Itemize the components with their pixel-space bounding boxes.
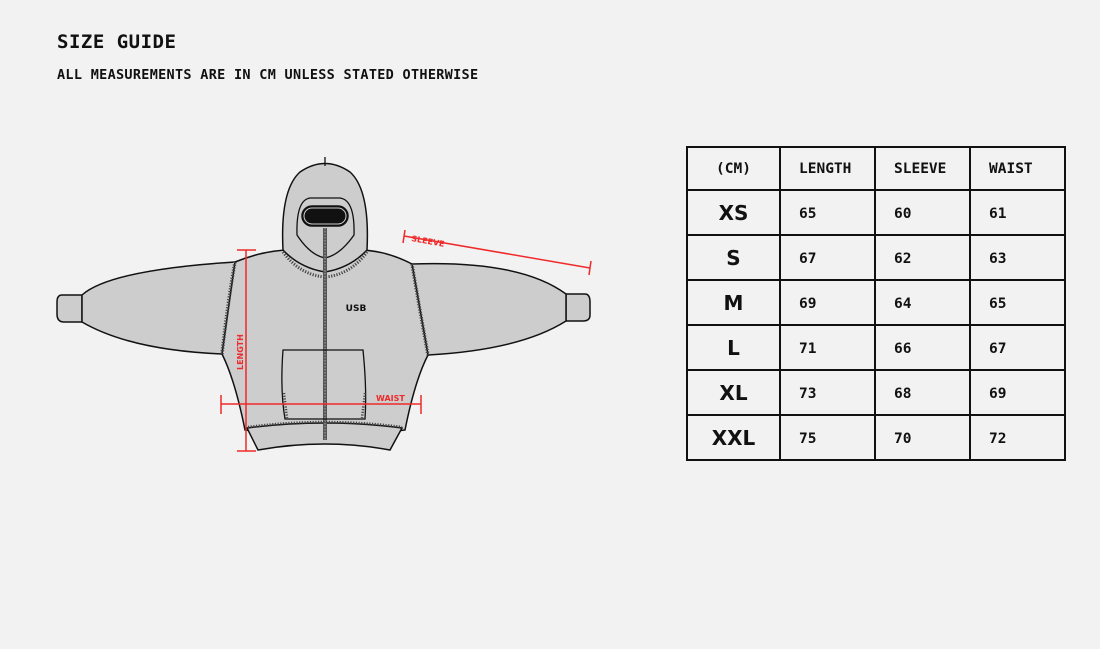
hoodie-diagram: USB SLEEVE LENGTH WAIST — [56, 157, 592, 452]
sleeve-value: 70 — [874, 414, 971, 461]
sleeve-value: 60 — [874, 189, 971, 236]
size-label: M — [686, 279, 781, 326]
sleeve-value: 66 — [874, 324, 971, 371]
waist-value: 65 — [969, 279, 1066, 326]
size-label: XL — [686, 369, 781, 416]
header-sleeve: SLEEVE — [874, 146, 971, 191]
page-subtitle: ALL MEASUREMENTS ARE IN CM UNLESS STATED… — [57, 67, 479, 83]
table-row: XS 65 60 61 — [686, 189, 1066, 236]
size-label: XS — [686, 189, 781, 236]
waist-measure — [220, 395, 422, 414]
table-row: L 71 66 67 — [686, 324, 1066, 371]
eye-slit — [301, 205, 349, 227]
waist-label: WAIST — [376, 394, 405, 403]
header-unit: (CM) — [686, 146, 781, 191]
waist-value: 69 — [969, 369, 1066, 416]
sleeve-value: 68 — [874, 369, 971, 416]
hood-opening — [296, 197, 355, 259]
size-chart-table: (CM) LENGTH SLEEVE WAIST XS 65 60 61 S 6… — [686, 146, 1066, 461]
size-label: XXL — [686, 414, 781, 461]
length-value: 69 — [779, 279, 876, 326]
right-cuff — [565, 293, 591, 322]
length-label: LENGTH — [236, 334, 245, 370]
table-row: XL 73 68 69 — [686, 369, 1066, 416]
length-value: 65 — [779, 189, 876, 236]
kangaroo-pocket — [281, 349, 367, 420]
length-value: 67 — [779, 234, 876, 281]
length-value: 73 — [779, 369, 876, 416]
table-row: S 67 62 63 — [686, 234, 1066, 281]
table-row: M 69 64 65 — [686, 279, 1066, 326]
left-cuff — [56, 294, 83, 323]
size-label: L — [686, 324, 781, 371]
length-value: 71 — [779, 324, 876, 371]
table-header-row: (CM) LENGTH SLEEVE WAIST — [686, 146, 1066, 191]
header-length: LENGTH — [779, 146, 876, 191]
waist-value: 63 — [969, 234, 1066, 281]
waist-value: 72 — [969, 414, 1066, 461]
waist-value: 61 — [969, 189, 1066, 236]
header-waist: WAIST — [969, 146, 1066, 191]
waist-value: 67 — [969, 324, 1066, 371]
length-value: 75 — [779, 414, 876, 461]
sleeve-measure — [402, 229, 592, 276]
size-label: S — [686, 234, 781, 281]
length-measure — [237, 249, 256, 452]
right-sleeve — [411, 262, 567, 356]
sleeve-value: 64 — [874, 279, 971, 326]
sleeve-value: 62 — [874, 234, 971, 281]
table-row: XXL 75 70 72 — [686, 414, 1066, 461]
page-title: SIZE GUIDE — [57, 31, 177, 53]
left-sleeve — [81, 261, 236, 355]
sleeve-label: SLEEVE — [411, 234, 446, 249]
brand-logo: USB — [346, 304, 367, 314]
